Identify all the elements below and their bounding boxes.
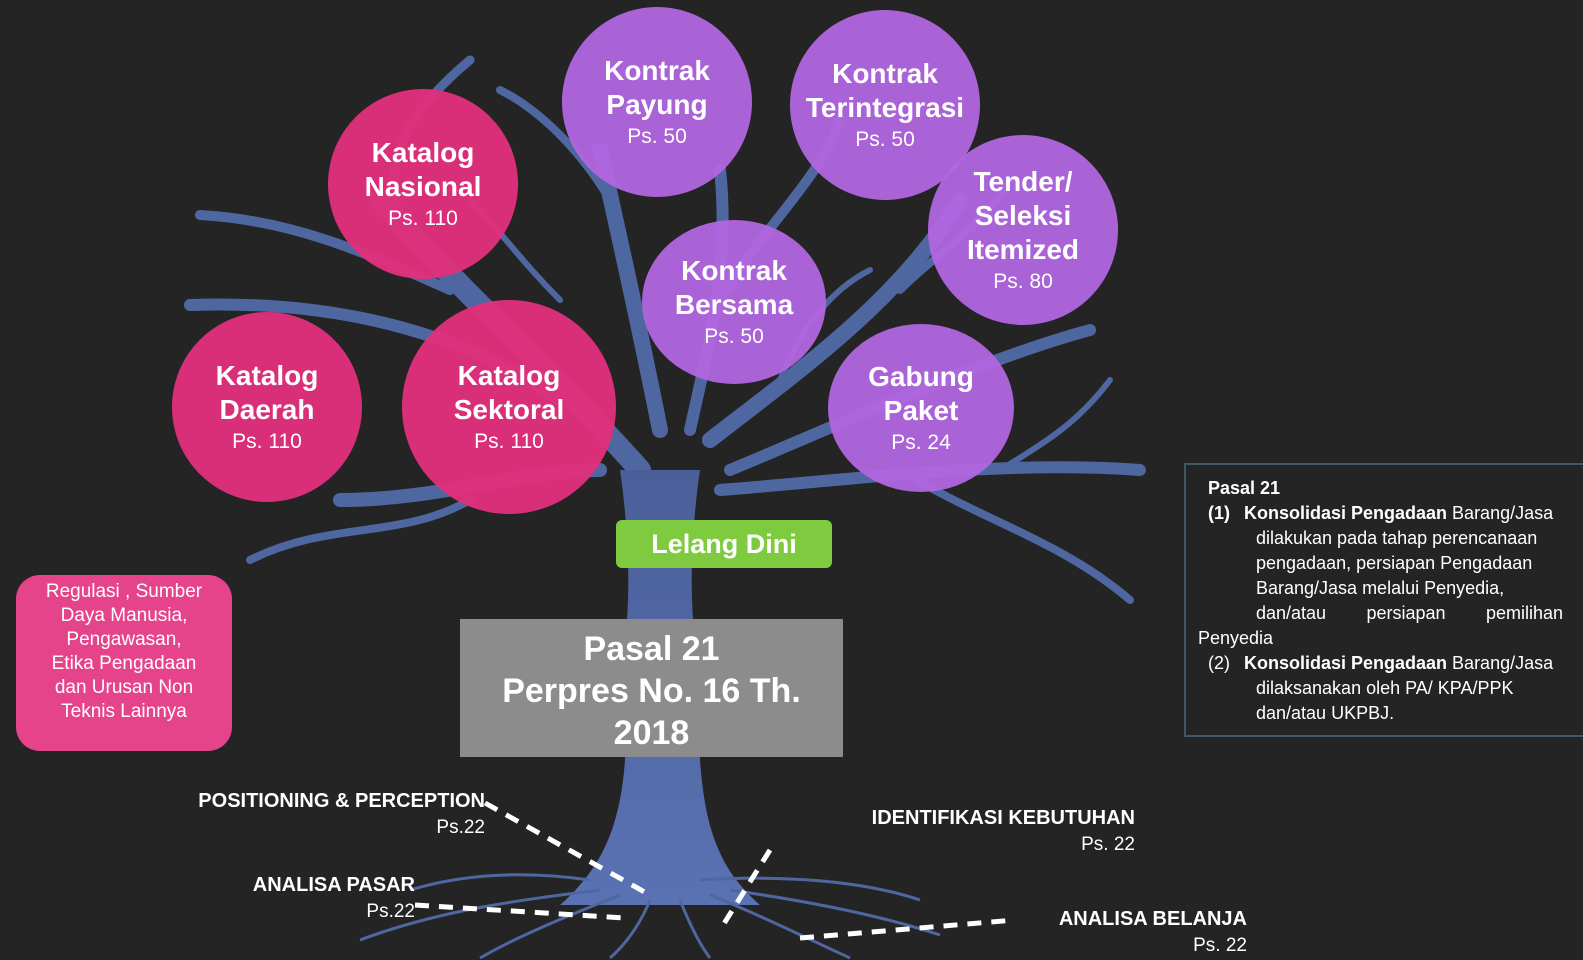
label-name: IDENTIFIKASI KEBUTUHAN — [871, 807, 1135, 829]
label-name: ANALISA BELANJA — [1058, 908, 1247, 930]
bubble-title-line1: Kontrak — [604, 55, 710, 86]
tree-roots — [359, 873, 941, 960]
bubble-reference: Ps. 50 — [627, 125, 687, 148]
info-line5-part-c: pemilihan — [1485, 603, 1563, 623]
info-item-1-line6: Penyedia — [1198, 628, 1274, 648]
bubble-title-line1: Katalog — [371, 137, 475, 168]
label-name: POSITIONING & PERCEPTION — [198, 790, 485, 812]
bubble-reference: Ps. 50 — [855, 128, 915, 151]
bubble-reference: Ps. 110 — [474, 430, 544, 453]
kontrak-payung-bubble: Kontrak Payung Ps. 50 — [562, 7, 752, 197]
root-connectors — [414, 800, 1016, 941]
pasal-box-line2: Perpres No. 16 Th. — [502, 672, 801, 710]
bubble-title-line1: Gabung — [868, 361, 974, 392]
label-reference: Ps. 22 — [1081, 834, 1135, 855]
analisa-pasar-label: ANALISA PASAR Ps.22 — [253, 872, 415, 925]
katalog-daerah-bubble: Katalog Daerah Ps. 110 — [172, 312, 362, 502]
info-item-number: (1) — [1208, 503, 1230, 523]
pasal-21-title-box: Pasal 21 Perpres No. 16 Th. 2018 — [460, 619, 843, 757]
lelang-dini-label: Lelang Dini — [616, 520, 832, 568]
label-reference: Ps.22 — [436, 817, 485, 838]
info-item-2: (2) Konsolidasi Pengadaan Barang/Jasa — [1208, 651, 1563, 676]
regulasi-line1: Regulasi , Sumber — [45, 581, 203, 602]
bubble-title-line3: Itemized — [966, 234, 1080, 265]
bubble-title-line2: Daerah — [219, 394, 315, 425]
pasal-21-info-box: Pasal 21 (1) Konsolidasi Pengadaan Baran… — [1184, 463, 1583, 737]
analisa-belanja-label: ANALISA BELANJA Ps. 22 — [1059, 906, 1247, 959]
regulasi-box: Regulasi , Sumber Daya Manusia, Pengawas… — [16, 575, 232, 751]
label-reference: Ps. 22 — [1193, 935, 1247, 956]
info-item-2-line2: dilaksanakan oleh PA/ KPA/PPK — [1256, 678, 1514, 698]
tender-seleksi-bubble: Tender/ Seleksi Itemized Ps. 80 — [928, 135, 1118, 325]
bubble-reference: Ps. 80 — [993, 270, 1053, 293]
info-item-text: Barang/Jasa — [1447, 503, 1554, 523]
bubble-title-line1: Katalog — [215, 360, 319, 391]
bubble-title-line1: Kontrak — [832, 58, 938, 89]
info-heading: Pasal 21 — [1208, 478, 1281, 498]
info-item-1-line2: dilakukan pada tahap perencanaan — [1256, 528, 1538, 548]
regulasi-line3: Pengawasan, — [66, 629, 182, 650]
info-item-1-line3: pengadaan, persiapan Pengadaan — [1256, 553, 1533, 573]
bubble-title-line2: Bersama — [674, 289, 794, 320]
katalog-sektoral-bubble: Katalog Sektoral Ps. 110 — [402, 300, 616, 514]
regulasi-line6: Teknis Lainnya — [61, 701, 187, 722]
positioning-label: POSITIONING & PERCEPTION Ps.22 — [198, 788, 485, 841]
kontrak-terintegrasi-bubble: Kontrak Terintegrasi Ps. 50 — [790, 10, 980, 200]
bubble-reference: Ps. 110 — [232, 430, 302, 453]
bubble-reference: Ps. 24 — [891, 431, 951, 454]
regulasi-line2: Daya Manusia, — [60, 605, 188, 626]
label-reference: Ps.22 — [366, 901, 415, 922]
bubble-title-line2: Sektoral — [453, 394, 565, 425]
bubble-title-line1: Tender/ — [973, 166, 1073, 197]
gabung-paket-bubble: Gabung Paket Ps. 24 — [828, 324, 1014, 492]
info-line5-part-a: dan/atau — [1256, 603, 1327, 623]
pasal-box-line1: Pasal 21 — [583, 630, 720, 668]
bubble-title-line2: Seleksi — [974, 200, 1072, 231]
label-name: ANALISA PASAR — [252, 874, 415, 896]
info-item-1-line5: dan/atau persiapan pemilihan — [1208, 601, 1563, 626]
info-line5-part-b: persiapan — [1366, 603, 1446, 623]
bubble-title-line2: Payung — [606, 89, 708, 120]
pasal-box-line3: 2018 — [613, 714, 690, 752]
info-item-2-line3: dan/atau UKPBJ. — [1256, 703, 1395, 723]
info-item-1-line4: Barang/Jasa melalui Penyedia, — [1256, 578, 1505, 598]
bubble-title-line1: Katalog — [457, 360, 561, 391]
info-item-bold: Konsolidasi Pengadaan — [1244, 653, 1448, 673]
katalog-nasional-bubble: Katalog Nasional Ps. 110 — [328, 89, 518, 279]
info-item-1: (1) Konsolidasi Pengadaan Barang/Jasa — [1208, 501, 1563, 526]
kontrak-bersama-bubble: Kontrak Bersama Ps. 50 — [642, 220, 826, 384]
info-item-bold: Konsolidasi Pengadaan — [1244, 503, 1448, 523]
bubble-reference: Ps. 50 — [704, 325, 764, 348]
info-item-text: Barang/Jasa — [1447, 653, 1554, 673]
regulasi-line4: Etika Pengadaan — [51, 653, 197, 674]
bubble-title-line2: Nasional — [364, 171, 482, 202]
bubble-title-line1: Kontrak — [681, 255, 787, 286]
info-item-number: (2) — [1208, 653, 1230, 673]
bubble-reference: Ps. 110 — [388, 207, 458, 230]
bubble-title-line2: Terintegrasi — [805, 92, 965, 123]
regulasi-line5: dan Urusan Non — [54, 677, 194, 698]
identifikasi-label: IDENTIFIKASI KEBUTUHAN Ps. 22 — [872, 805, 1135, 858]
bubble-title-line2: Paket — [883, 395, 959, 426]
